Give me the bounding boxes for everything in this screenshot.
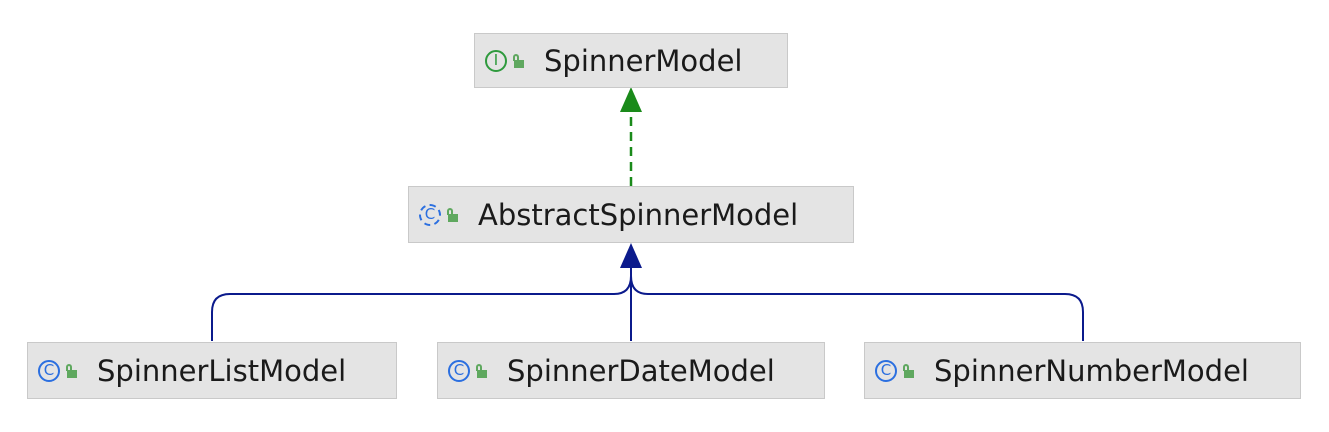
node-label: SpinnerListModel xyxy=(97,353,347,388)
arrowhead-implements xyxy=(620,87,642,112)
lock-icon xyxy=(447,207,458,222)
arrowhead-extends xyxy=(620,243,642,268)
class-icon: C xyxy=(38,359,60,382)
node-label: SpinnerDateModel xyxy=(507,353,775,388)
node-label: AbstractSpinnerModel xyxy=(478,197,799,232)
node-abstract-spinner-model[interactable]: C AbstractSpinnerModel xyxy=(408,186,854,243)
edge-extends-list xyxy=(211,275,632,341)
lock-icon xyxy=(513,53,524,68)
edge-extends-number xyxy=(630,275,1084,341)
lock-icon xyxy=(903,363,914,378)
node-spinner-number-model[interactable]: C SpinnerNumberModel xyxy=(864,342,1301,399)
abstract-class-icon: C xyxy=(419,203,441,226)
node-spinner-date-model[interactable]: C SpinnerDateModel xyxy=(437,342,825,399)
class-icon: C xyxy=(448,359,470,382)
node-label: SpinnerNumberModel xyxy=(934,353,1249,388)
lock-icon xyxy=(66,363,77,378)
class-icon: C xyxy=(875,359,897,382)
node-spinner-model[interactable]: I SpinnerModel xyxy=(474,33,788,88)
interface-icon: I xyxy=(485,49,507,72)
node-label: SpinnerModel xyxy=(544,43,743,78)
lock-icon xyxy=(476,363,487,378)
node-spinner-list-model[interactable]: C SpinnerListModel xyxy=(27,342,397,399)
